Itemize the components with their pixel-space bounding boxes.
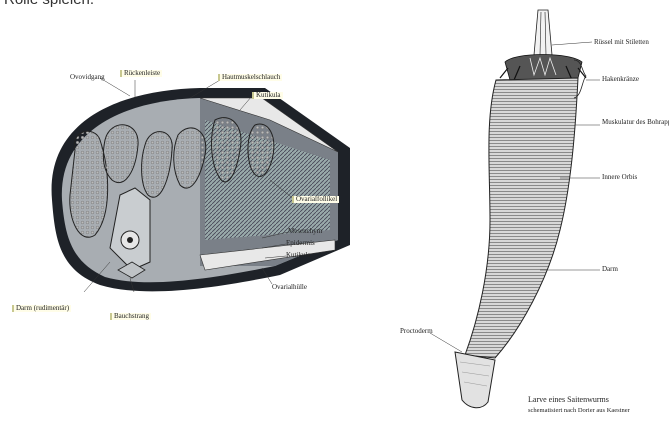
label-gut: Darm [602, 266, 618, 273]
label-epidermis: Epidermis [286, 240, 315, 247]
larva-illustration [430, 10, 600, 408]
label-cuticle: Kutikula [286, 252, 311, 259]
label-intestine: Darm (rudimentär) [12, 305, 71, 312]
larva-caption-title: Larve eines Saitenwurms [528, 396, 609, 404]
label-musculature: Muskulatur des Bohrapparates [602, 118, 669, 126]
label-inner-cuticle: Innere Orbis [602, 174, 637, 181]
label-ovary-follicle: Ovarialfollikel [292, 196, 339, 203]
label-ovary-sheath: Ovarialhülle [272, 284, 307, 291]
label-mesenchyme: Mesenchym [288, 228, 322, 235]
label-posterior: Proctoderm [400, 328, 433, 335]
label-muscle-bridge: Hautmuskelschlauch [218, 74, 282, 81]
larva-caption-source: schematisiert nach Dorier aus Kaestner [528, 408, 630, 415]
label-ventral-cord: Bauchstrang [110, 313, 151, 320]
label-dorsal-ridge: Rückenleiste [120, 70, 162, 77]
label-proboscis: Rüssel mit Stiletten [594, 38, 649, 46]
label-oviduct: Ovovidgang [70, 74, 105, 81]
label-cuticle-top: Kutikula [252, 92, 283, 99]
label-hooks: Hakenkränze [602, 76, 639, 83]
